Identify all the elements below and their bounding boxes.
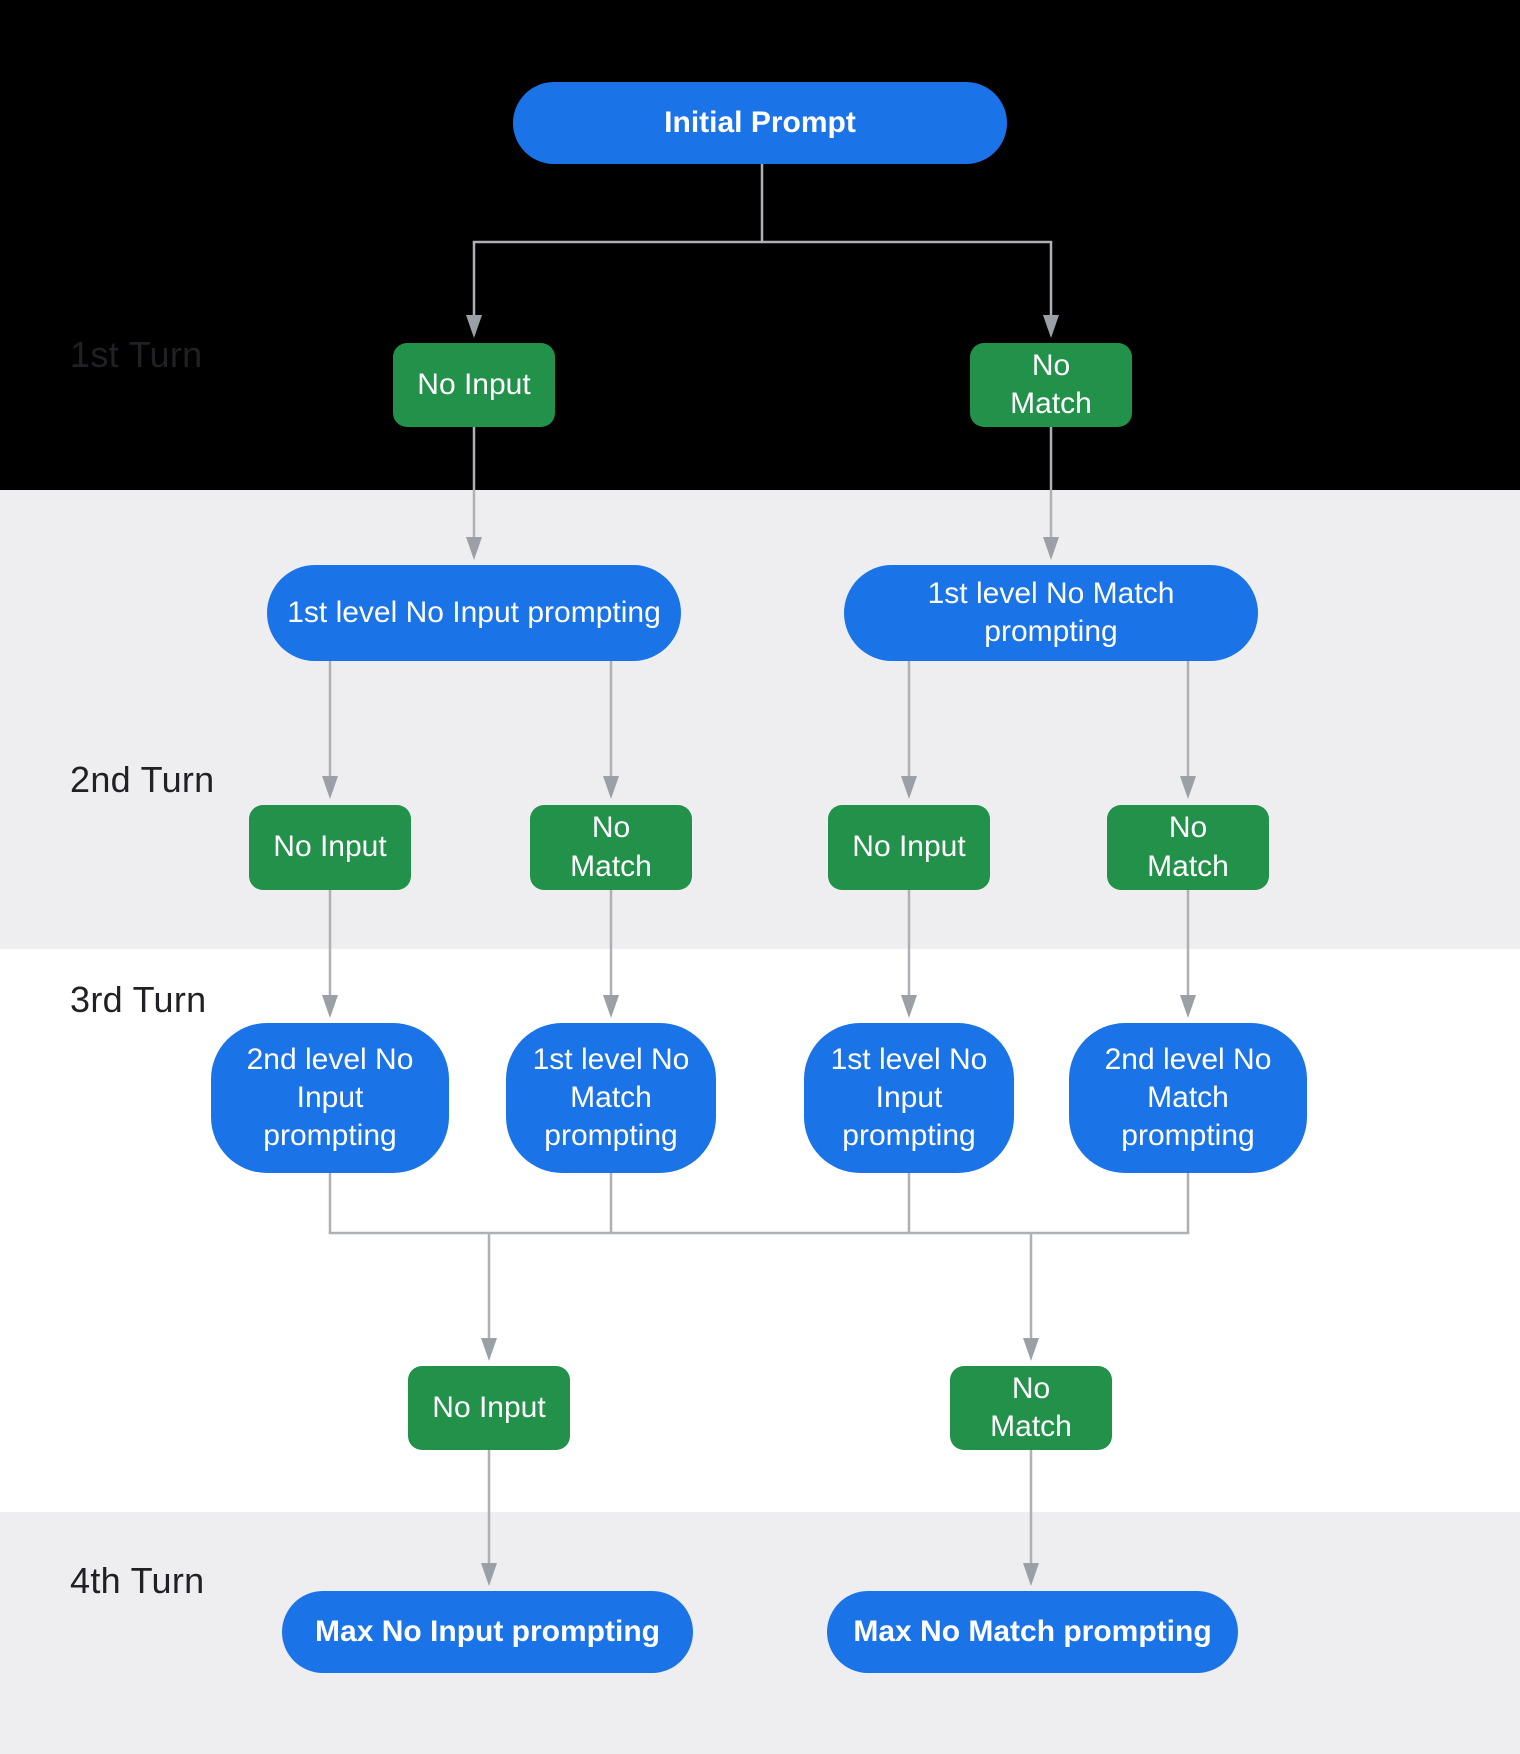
label-4th-turn: 4th Turn xyxy=(70,1560,205,1601)
node-turn1-no-match: No Match xyxy=(970,343,1132,427)
node-turn1-no-input: No Input xyxy=(393,343,555,427)
node-level1-no-match-prompting: 1st level No Match prompting xyxy=(844,565,1258,661)
node-turn3-no-match: No Match xyxy=(950,1366,1112,1450)
band-turn1-black xyxy=(0,0,1520,490)
node-max-no-input-prompting: Max No Input prompting xyxy=(282,1591,693,1673)
node-turn3-no-input: No Input xyxy=(408,1366,570,1450)
node-level1-no-match-prompting-2: 1st level No Match prompting xyxy=(506,1023,716,1173)
node-turn2-no-match-2: No Match xyxy=(1107,805,1269,890)
arrows-turn2-to-turn3-prompting xyxy=(322,890,1196,1018)
node-level1-no-input-prompting-2: 1st level No Input prompting xyxy=(804,1023,1014,1173)
arrows-to-max-prompting xyxy=(481,1450,1039,1586)
node-turn2-no-match-1: No Match xyxy=(530,805,692,890)
label-3rd-turn: 3rd Turn xyxy=(70,979,207,1020)
label-2nd-turn: 2nd Turn xyxy=(70,759,215,800)
band-turn4-gray xyxy=(0,1512,1520,1754)
node-level2-no-match-prompting: 2nd level No Match prompting xyxy=(1069,1023,1307,1173)
split-from-initial-prompt xyxy=(466,164,1059,338)
node-level1-no-input-prompting: 1st level No Input prompting xyxy=(267,565,681,661)
node-turn2-no-input-2: No Input xyxy=(828,805,990,890)
merge-bus-and-arrows xyxy=(328,1173,1190,1361)
node-level2-no-input-prompting: 2nd level No Input prompting xyxy=(211,1023,449,1173)
node-max-no-match-prompting: Max No Match prompting xyxy=(827,1591,1238,1673)
label-1st-turn: 1st Turn xyxy=(70,334,203,375)
node-initial-prompt: Initial Prompt xyxy=(513,82,1007,164)
arrows-level1-to-turn2-events xyxy=(322,661,1196,799)
node-turn2-no-input-1: No Input xyxy=(249,805,411,890)
arrows-turn1-to-level1-prompting xyxy=(466,427,1059,560)
